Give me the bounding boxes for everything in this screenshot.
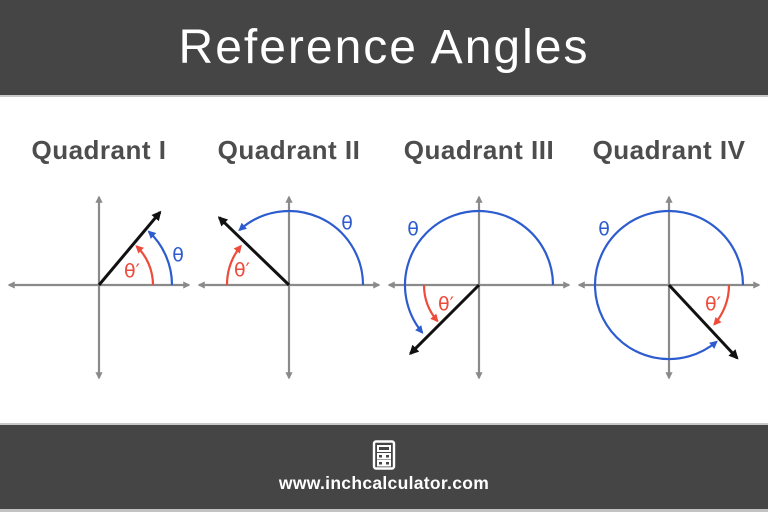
theta-arc bbox=[147, 230, 174, 286]
reference-angle-arc bbox=[422, 284, 439, 323]
quadrant-plot: θ θ′ bbox=[577, 195, 761, 380]
reference-angle-label: θ′ bbox=[438, 293, 454, 315]
quadrant-block: Quadrant I θ θ′ bbox=[4, 133, 194, 423]
reference-angle-arc bbox=[135, 245, 155, 286]
page-title: Reference Angles bbox=[178, 21, 590, 74]
theta-arc bbox=[593, 209, 745, 361]
reference-angle-label: θ′ bbox=[124, 260, 140, 282]
quadrant-block: Quadrant III θ θ′ bbox=[384, 133, 574, 423]
theta-label: θ bbox=[598, 218, 610, 240]
quadrant-plot: θ θ′ bbox=[197, 195, 381, 380]
terminal-ray bbox=[667, 283, 739, 360]
terminal-ray bbox=[409, 283, 481, 355]
theta-arc bbox=[403, 209, 555, 334]
theta-label: θ bbox=[341, 212, 353, 234]
reference-angle-arc bbox=[713, 284, 731, 326]
quadrant-label: Quadrant II bbox=[217, 135, 361, 165]
theta-label: θ bbox=[407, 218, 419, 240]
diagram-area: Quadrant I θ θ′ Quadrant II θ θ′ Quadrant … bbox=[0, 97, 768, 423]
quadrant-block: Quadrant IV θ θ′ bbox=[574, 133, 764, 423]
reference-angle-label: θ′ bbox=[705, 293, 721, 315]
calculator-icon bbox=[372, 440, 396, 470]
theta-arc bbox=[238, 209, 365, 286]
reference-angle-arc bbox=[225, 244, 242, 286]
bottom-edge-strip bbox=[0, 509, 768, 512]
terminal-ray bbox=[97, 210, 162, 286]
website-url: www.inchcalculator.com bbox=[278, 473, 490, 493]
reference-angle-label: θ′ bbox=[234, 259, 250, 281]
quadrant-block: Quadrant II θ θ′ bbox=[194, 133, 384, 423]
quadrant-label: Quadrant IV bbox=[592, 135, 746, 165]
quadrant-label: Quadrant III bbox=[403, 135, 555, 165]
terminal-ray bbox=[217, 216, 291, 287]
header-banner: Reference Angles bbox=[0, 0, 768, 97]
quadrant-plot: θ θ′ bbox=[387, 195, 571, 380]
quadrant-label: Quadrant I bbox=[31, 135, 167, 165]
theta-label: θ bbox=[172, 244, 184, 266]
quadrant-plot: θ θ′ bbox=[7, 195, 191, 380]
footer-banner: www.inchcalculator.com bbox=[0, 423, 768, 509]
